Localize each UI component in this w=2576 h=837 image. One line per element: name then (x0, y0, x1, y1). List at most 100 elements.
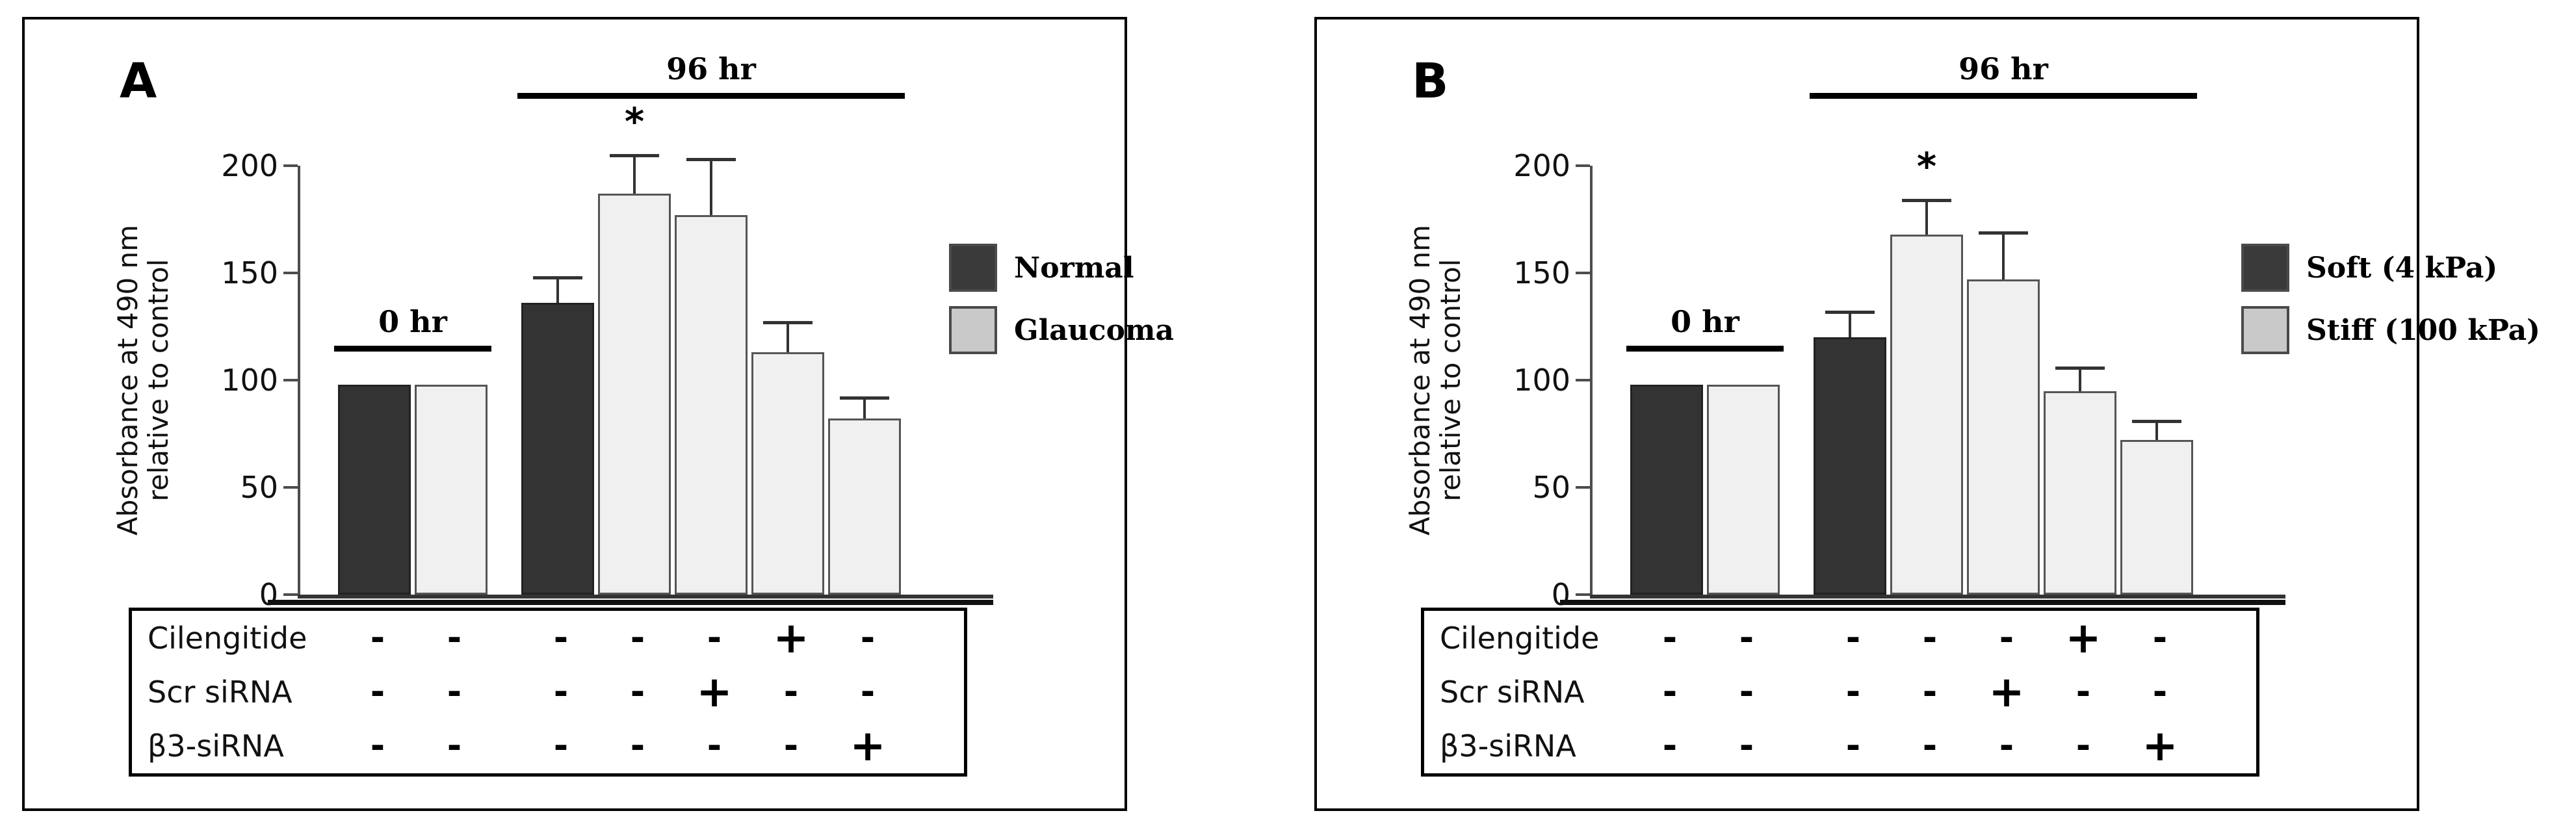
matrix-cell: - (2075, 671, 2091, 712)
x-axis-baseline-thick (268, 600, 993, 605)
y-axis-tick (283, 164, 298, 167)
error-bar-cap (1825, 310, 1875, 314)
bar (521, 303, 594, 595)
y-axis-tick-label: 0 (259, 577, 278, 612)
matrix-cell: + (2065, 612, 2101, 663)
y-axis (298, 166, 300, 595)
matrix-cell: - (1999, 725, 2014, 767)
bar (338, 384, 411, 595)
matrix-cell: - (447, 671, 462, 712)
bar (1707, 384, 1780, 595)
matrix-cell: - (553, 617, 569, 658)
matrix-cell: - (1845, 725, 1861, 767)
bar (415, 384, 488, 595)
y-axis-tick-label: 150 (1513, 255, 1570, 290)
error-bar (1925, 202, 1928, 235)
matrix-row-label: Cilengitide (1440, 620, 1600, 656)
matrix-row-label: β3-siRNA (1440, 728, 1576, 764)
y-axis-tick-label: 200 (1513, 148, 1570, 183)
legend-label: Glaucoma (1014, 313, 1174, 347)
matrix-cell: - (707, 725, 722, 767)
error-bar-cap (1979, 231, 2028, 235)
y-axis-tick-label: 0 (1551, 577, 1570, 612)
error-bar-cap (533, 276, 582, 279)
matrix-cell: - (553, 725, 569, 767)
legend-label: Stiff (100 kPa) (2306, 313, 2540, 347)
matrix-cell: - (1922, 725, 1938, 767)
matrix-cell: - (447, 725, 462, 767)
matrix-cell: - (1922, 671, 1938, 712)
legend-swatch-dark (949, 244, 997, 292)
matrix-cell: - (1662, 617, 1678, 658)
matrix-cell: - (2152, 617, 2168, 658)
matrix-cell: - (1662, 671, 1678, 712)
condition-matrix: Cilengitide-----+-Scr siRNA----+--β3-siR… (1421, 608, 2259, 777)
matrix-cell: - (370, 617, 385, 658)
matrix-cell: - (447, 617, 462, 658)
error-bar-cap (2055, 366, 2105, 370)
y-axis-title-line2: relative to control (142, 259, 174, 502)
matrix-cell: - (1739, 617, 1754, 658)
matrix-cell: - (370, 671, 385, 712)
matrix-cell: - (553, 671, 569, 712)
y-axis-tick-label: 200 (221, 148, 278, 183)
y-axis-tick-label: 150 (221, 255, 278, 290)
y-axis-tick-label: 50 (1532, 470, 1570, 505)
matrix-cell: - (707, 617, 722, 658)
legend-item: Glaucoma (949, 306, 1174, 354)
matrix-row-label: Scr siRNA (148, 674, 293, 710)
matrix-row-label: Cilengitide (148, 620, 307, 656)
x-axis-baseline (1590, 595, 2285, 599)
bar-series: * (298, 103, 954, 595)
matrix-cell: - (860, 671, 876, 712)
bar (675, 214, 748, 595)
legend-swatch-light (949, 306, 997, 354)
error-bar (1849, 313, 1851, 337)
group-header-0hr: 0 hr (334, 307, 491, 352)
matrix-cell: - (630, 671, 645, 712)
legend-item: Normal (949, 244, 1174, 292)
bar (751, 352, 824, 595)
legend-label: Soft (4 kPa) (2306, 251, 2498, 285)
y-axis-title-line1: Absorbance at 490 nm (111, 224, 144, 536)
matrix-cell: - (2152, 671, 2168, 712)
matrix-cell: - (1662, 725, 1678, 767)
y-axis-tick (1576, 164, 1590, 167)
panel-letter-a: A (120, 53, 157, 109)
matrix-cell: - (1739, 671, 1754, 712)
matrix-row-label: β3-siRNA (148, 728, 284, 764)
y-axis-tick-label: 100 (221, 363, 278, 398)
y-axis-tick (1576, 486, 1590, 489)
x-axis-baseline (298, 595, 993, 599)
group-header-96hr: 96 hr (1810, 54, 2197, 99)
y-axis-title-line1: Absorbance at 490 nm (1403, 224, 1436, 536)
y-axis-tick (283, 486, 298, 489)
error-bar (633, 157, 636, 194)
group-header-96hr-line (1810, 93, 2197, 99)
legend-swatch-light (2241, 306, 2289, 354)
matrix-cell: - (2075, 725, 2091, 767)
error-bar-cap (840, 396, 889, 400)
condition-matrix: Cilengitide-----+-Scr siRNA----+--β3-siR… (129, 608, 967, 777)
matrix-cell: - (1999, 617, 2014, 658)
legend-item: Stiff (100 kPa) (2241, 306, 2540, 354)
y-axis-tick-label: 50 (240, 470, 278, 505)
group-header-96hr-label: 96 hr (666, 51, 756, 86)
bar (1967, 279, 2040, 595)
matrix-cell: + (696, 666, 733, 717)
error-bar (2079, 369, 2081, 391)
matrix-row: Scr siRNA----+-- (1424, 665, 2256, 719)
legend-item: Soft (4 kPa) (2241, 244, 2540, 292)
matrix-cell: - (1845, 617, 1861, 658)
bar (1630, 384, 1703, 595)
matrix-cell: - (630, 725, 645, 767)
legend-swatch-dark (2241, 244, 2289, 292)
matrix-cell: - (783, 671, 799, 712)
error-bar-cap (1902, 199, 1951, 203)
matrix-cell: - (783, 725, 799, 767)
